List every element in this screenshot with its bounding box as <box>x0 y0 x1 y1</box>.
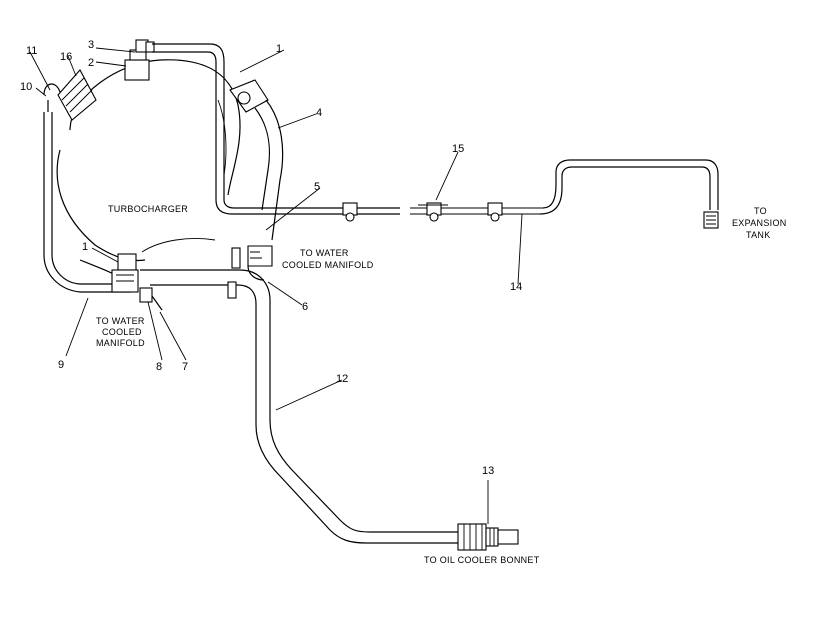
callout-6: 6 <box>302 301 308 313</box>
to-water-left-line3: MANIFOLD <box>96 338 145 348</box>
expansion-label-line1: TO <box>754 206 767 216</box>
callout-12: 12 <box>336 373 348 385</box>
oil-cooler-label: TO OIL COOLER BONNET <box>424 555 540 565</box>
callout-5: 5 <box>314 181 320 193</box>
to-water-left-line1: TO WATER <box>96 316 145 326</box>
tube-1-top-loop <box>152 43 543 215</box>
callout-14: 14 <box>510 281 522 293</box>
text-labels: TURBOCHARGER TO WATER COOLED MANIFOLD TO… <box>96 204 787 565</box>
to-water-right-line1: TO WATER <box>300 248 349 258</box>
fitting-13 <box>457 523 519 551</box>
callout-15: 15 <box>452 143 464 155</box>
callout-11: 11 <box>26 45 37 57</box>
hose-4-connector <box>229 79 284 241</box>
to-water-right-line2: COOLED MANIFOLD <box>282 260 374 270</box>
top-fitting-2-3 <box>124 39 155 81</box>
tube-12-to-oil-cooler <box>140 269 458 544</box>
turbocharger-label: TURBOCHARGER <box>108 204 188 214</box>
lower-fitting-1-7-8 <box>111 253 163 311</box>
callout-1-top: 1 <box>276 43 282 55</box>
callout-9: 9 <box>58 359 64 371</box>
tube-14-to-expansion-tank <box>539 159 719 229</box>
callout-10: 10 <box>20 81 32 93</box>
fitting-5-6 <box>231 245 273 281</box>
callout-4: 4 <box>316 107 322 119</box>
expansion-label-line2: EXPANSION <box>732 218 787 228</box>
callout-3: 3 <box>88 39 94 51</box>
callout-16: 16 <box>60 51 72 63</box>
leader-lines <box>29 47 523 524</box>
left-fitting-10-11-16 <box>43 69 97 121</box>
to-water-left-line2: COOLED <box>102 327 142 337</box>
callout-13: 13 <box>482 465 494 477</box>
callout-1-lower: 1 <box>82 241 88 253</box>
callout-numbers: 1 3 2 11 16 10 4 15 5 1 6 14 9 8 7 12 13 <box>20 39 522 477</box>
clips-15 <box>342 202 503 222</box>
callout-2: 2 <box>88 57 94 69</box>
callout-8: 8 <box>156 361 162 373</box>
expansion-label-line3: TANK <box>746 230 771 240</box>
tube-9 <box>43 112 130 293</box>
callout-7: 7 <box>182 361 188 373</box>
